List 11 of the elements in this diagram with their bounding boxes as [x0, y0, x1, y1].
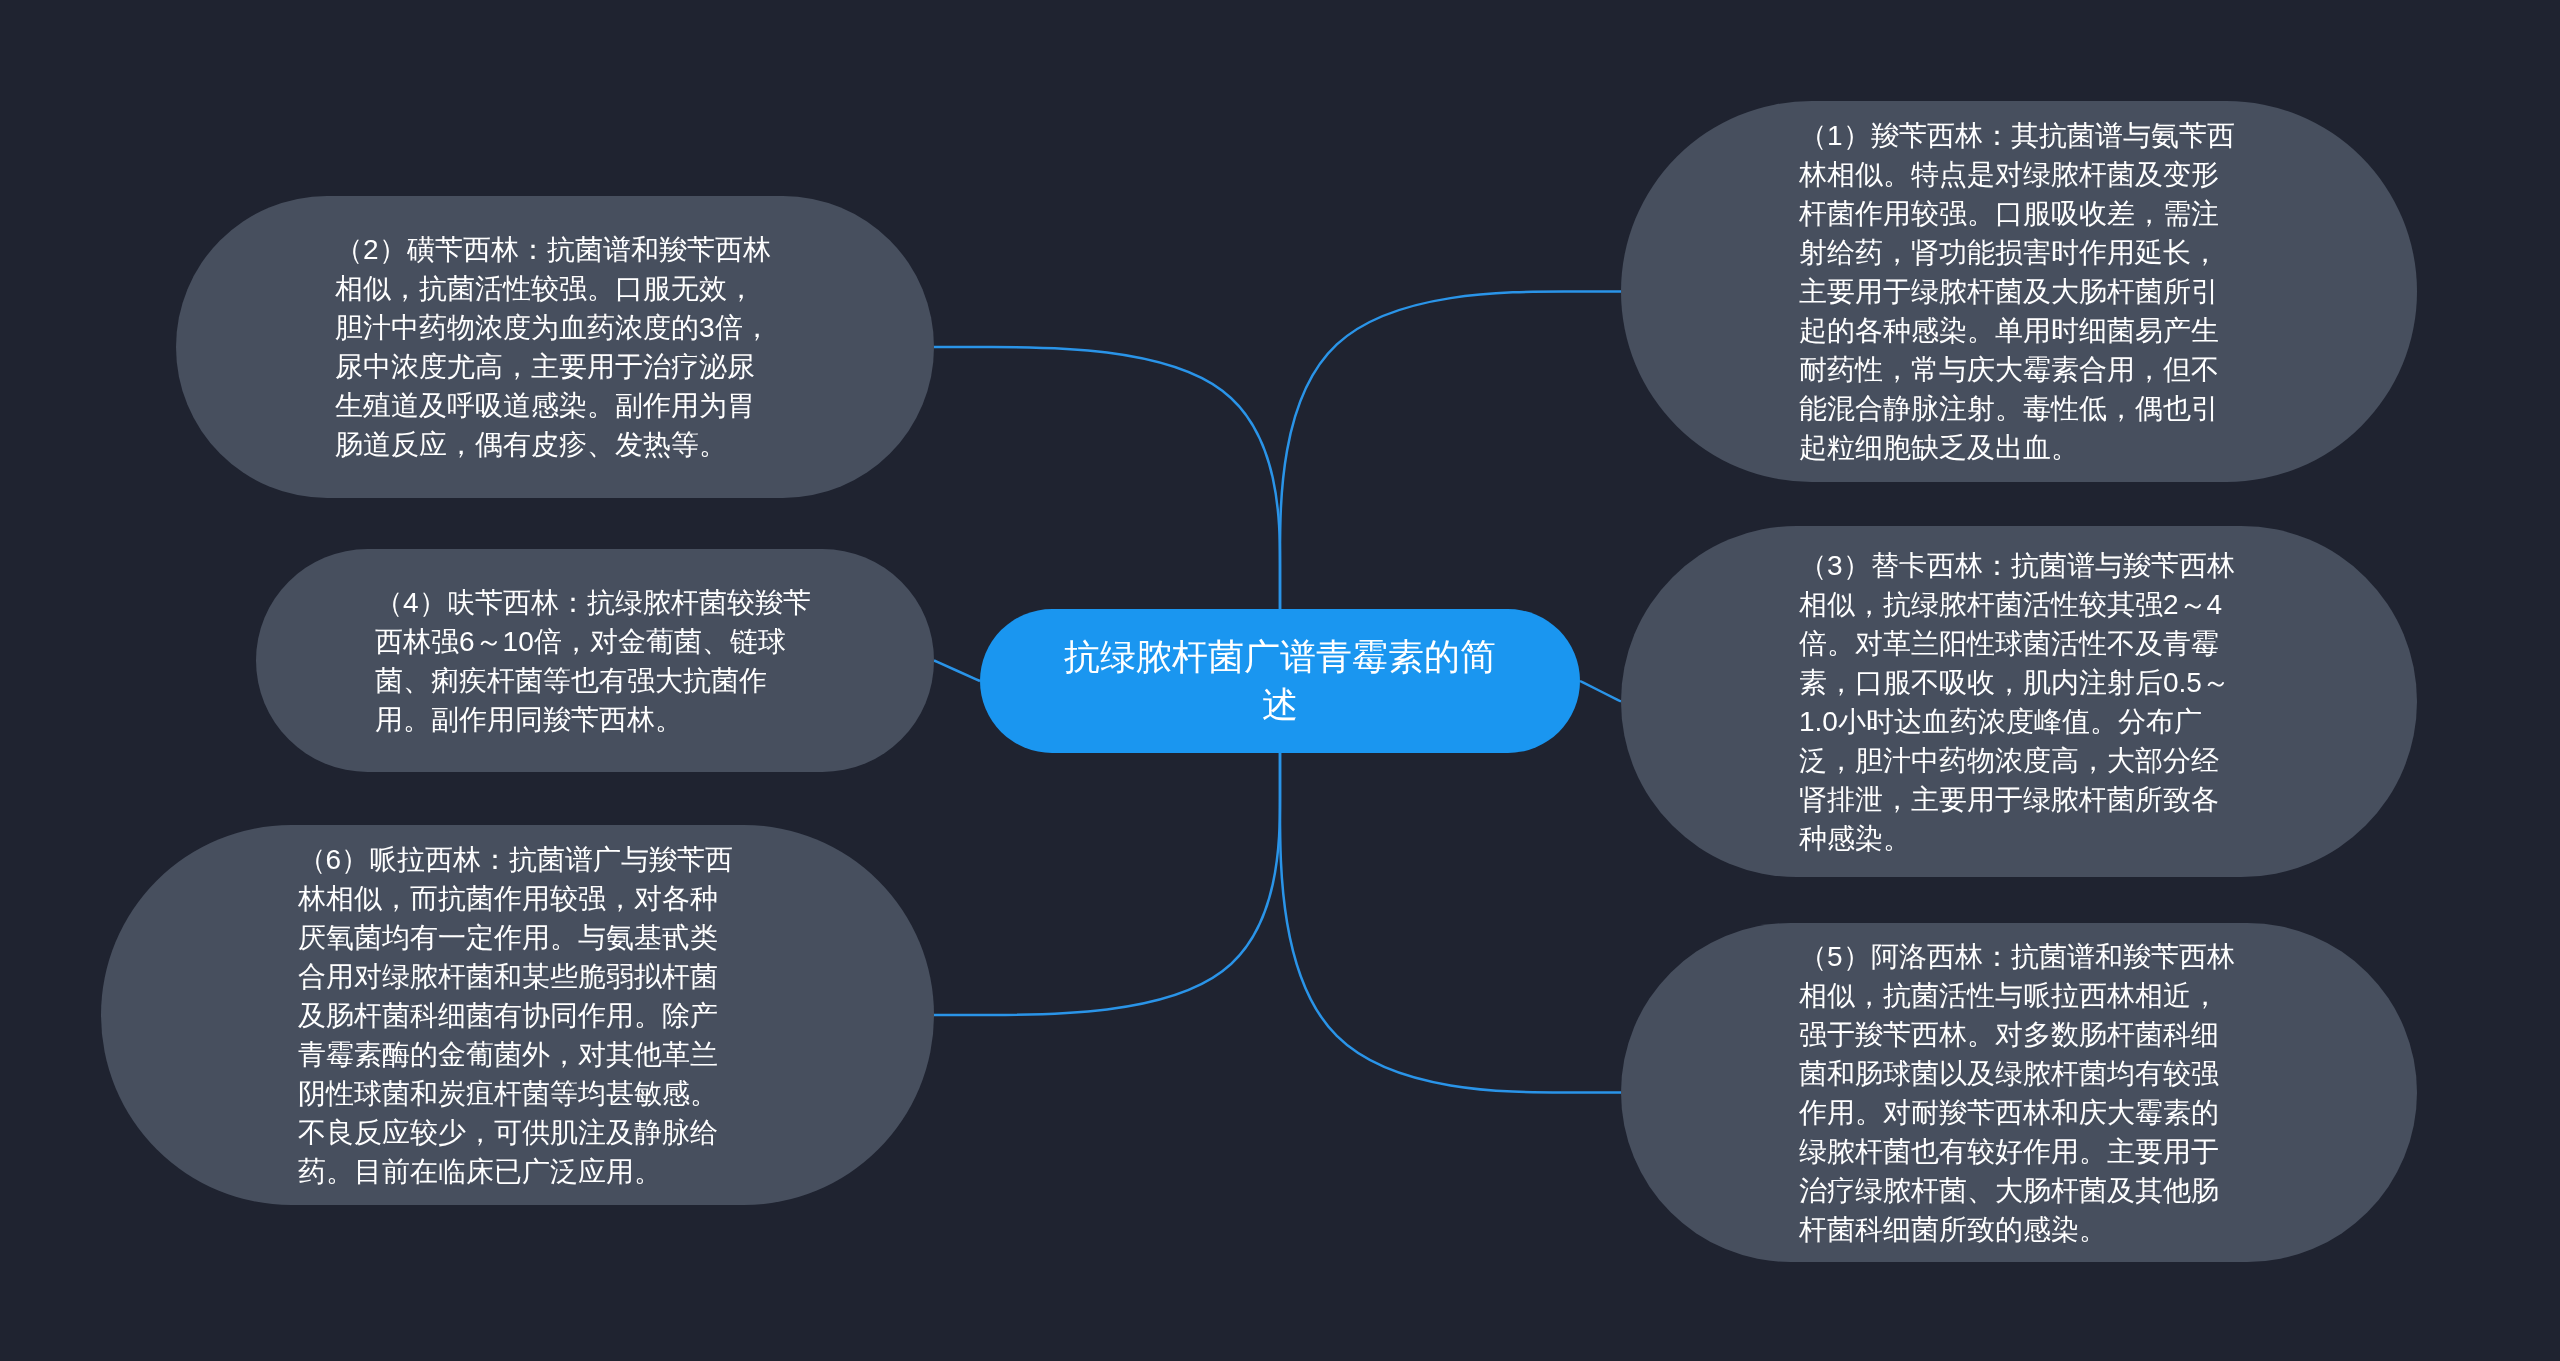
topic-text: （3）替卡西林：抗菌谱与羧苄西林相似，抗绿脓杆菌活性较其强2～4倍。对革兰阳性球菌活性不及青霉素，口服不吸收，肌内注射后0.5～1.0小时达血药浓度峰值。分布广泛，胆汁中药物浓度高，大部分经肾排泄，主要用于绿脓杆菌所致各种感染。 [1799, 548, 2236, 856]
connector-curve [933, 659, 981, 683]
topic-text: （6）哌拉西林：抗菌谱广与羧苄西林相似，而抗菌作用较强，对各种厌氧菌均有一定作用。与氨基甙类合用对绿脓杆菌和某些脆弱拟杆菌及肠杆菌科细菌有协同作用。除产青霉素酶的金葡菌外，对其他革兰阴性球菌和炭疽杆菌等均甚敏感。不良反应较少，可供肌注及静脉给药。目前在临床已广泛应用。 [297, 842, 735, 1189]
topic-title: 抗绿脓杆菌广谱青霉素的简述 [1063, 635, 1497, 727]
connector-curve [934, 753, 1282, 1017]
connector-curve [1579, 679, 1622, 703]
topic-text: （2）磺苄西林：抗菌谱和羧苄西林相似，抗菌活性较强。口服无效，胆汁中药物浓度为血药浓度的3倍，尿中浓度尤高，主要用于治疗泌尿生殖道及呼吸道感染。副作用为胃肠道反应，偶有皮疹、发热等。 [335, 233, 772, 462]
topic-text: （5）阿洛西林：抗菌谱和羧苄西林相似，抗菌活性与哌拉西林相近，强于羧苄西林。对多数肠杆菌科细菌和肠球菌以及绿脓杆菌均有较强作用。对耐羧苄西林和庆大霉素的绿脓杆菌也有较好作用。主要用于治疗绿脓杆菌、大肠杆菌及其他肠杆菌科细菌所致的感染。 [1799, 939, 2236, 1247]
topic-text: （1）羧苄西林：其抗菌谱与氨苄西林相似。特点是对绿脓杆菌及变形杆菌作用较强。口服吸收差，需注射给药，肾功能损害时作用延长，主要用于绿脓杆菌及大肠杆菌所引起的各种感染。单用时细菌易产生耐药性，常与庆大霉素合用，但不能混合静脉注射。毒性低，偶也引起粒细胞缺乏及出血。 [1799, 119, 2236, 465]
topic-text: （4）呋苄西林：抗绿脓杆菌较羧苄西林强6～10倍，对金葡菌、链球菌、痢疾杆菌等也有强大抗菌作用。副作用同羧苄西林。 [375, 585, 812, 737]
connector-curve [934, 345, 1282, 609]
